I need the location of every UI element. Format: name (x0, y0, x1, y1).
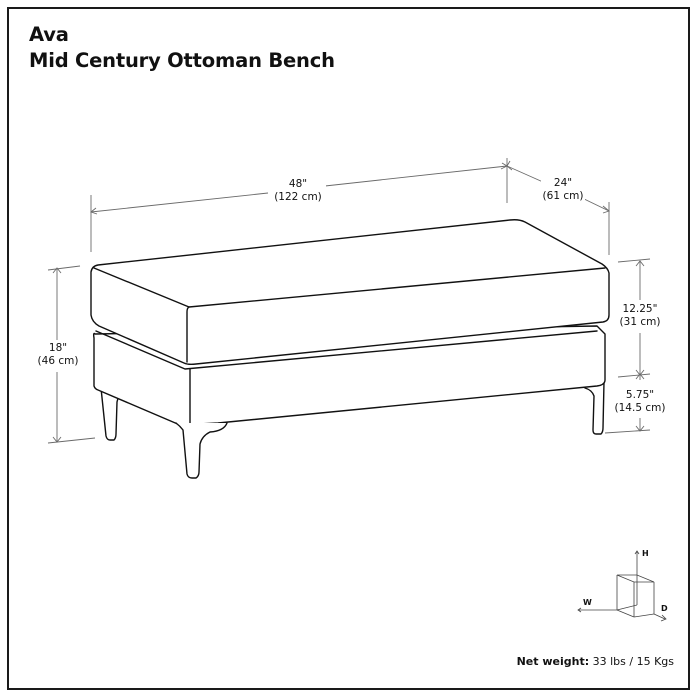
total-height-imperial: 18" (48, 342, 68, 354)
leg-ext-bottom (604, 429, 651, 434)
axis-legend-cube (577, 550, 667, 622)
net-weight-value: 33 lbs / 15 Kgs (592, 655, 674, 668)
width-arrow-left (90, 207, 98, 215)
cushion-height-label: 12.25" (31 cm) (612, 303, 668, 329)
net-weight: Net weight: 33 lbs / 15 Kgs (517, 655, 674, 668)
product-title: Ava Mid Century Ottoman Bench (29, 22, 335, 74)
net-weight-label: Net weight: (516, 655, 590, 668)
diagram-frame (7, 7, 690, 690)
cube-bottom-front (633, 613, 655, 618)
height-arrow-top (52, 267, 62, 274)
bench-outline (90, 219, 610, 479)
width-dim-left (90, 192, 269, 213)
height-ext-bottom (47, 437, 96, 444)
product-name: Mid Century Ottoman Bench (29, 49, 335, 72)
d-axis (653, 613, 666, 620)
height-ext-top (47, 265, 81, 271)
total-height-metric: (46 cm) (37, 355, 79, 367)
width-label: 48" (122 cm) (270, 178, 326, 204)
width-dim-right (324, 165, 508, 187)
dimension-lines (47, 158, 651, 444)
depth-label: 24" (61 cm) (541, 177, 585, 203)
axis-label-d: D (661, 604, 668, 613)
cushion-height-metric: (31 cm) (619, 316, 661, 328)
cushion-ext-top (617, 258, 651, 263)
height-arrow-bottom (52, 436, 62, 443)
leg-front (175, 422, 228, 479)
leg-height-imperial: 5.75" (625, 389, 655, 401)
product-brand-name: Ava (29, 23, 69, 46)
cushion-ext-bottom (617, 373, 651, 378)
cushion-arrow-top (635, 260, 645, 267)
depth-imperial: 24" (553, 177, 573, 189)
depth-arrow-top (506, 160, 513, 171)
h-axis-arrow (634, 550, 640, 555)
leg-back-right (582, 381, 605, 435)
width-imperial: 48" (288, 178, 308, 190)
axis-label-w: W (583, 598, 592, 607)
cube-top-face (616, 574, 655, 583)
cube-bottom-back (616, 604, 638, 611)
cushion-height-imperial: 12.25" (622, 303, 658, 315)
leg-height-label: 5.75" (14.5 cm) (610, 389, 670, 415)
leg-arrow-bottom (635, 425, 645, 432)
depth-arrow-bottom (602, 205, 610, 214)
depth-dim-top (506, 165, 544, 183)
axis-label-h: H (642, 549, 649, 558)
leg-height-metric: (14.5 cm) (614, 402, 666, 414)
total-height-label: 18" (46 cm) (32, 342, 84, 368)
width-metric: (122 cm) (274, 191, 322, 203)
d-axis-arrow (660, 614, 667, 622)
cube-bottom-left (616, 609, 635, 618)
w-axis-arrow (577, 607, 582, 613)
cushion-front-corner (186, 306, 190, 363)
depth-metric: (61 cm) (542, 190, 584, 202)
base-top-edge (95, 330, 598, 370)
